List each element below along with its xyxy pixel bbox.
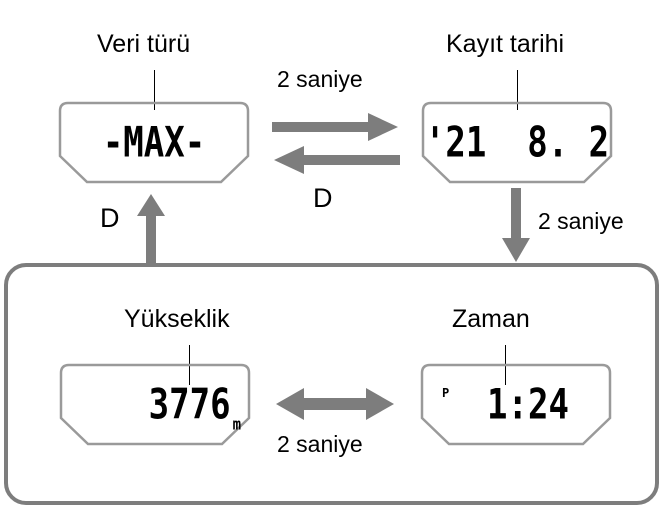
- label-button-d-return: D: [313, 183, 333, 213]
- lcd-record-date: '21 8. 2: [421, 101, 613, 184]
- arrow-right-top-icon: [272, 113, 398, 141]
- altitude-unit: m: [232, 415, 241, 435]
- arrow-right-top: [272, 112, 400, 142]
- arrow-down-right-icon: [502, 188, 530, 262]
- label-button-d-up: D: [100, 203, 120, 233]
- lcd-time-outline: [420, 363, 612, 446]
- lcd-altitude: 3776 m: [59, 363, 251, 446]
- bottom-group-box: [4, 263, 659, 505]
- lcd-time-content: 1:24: [420, 363, 612, 446]
- lcd-data-type-outline: [58, 101, 250, 184]
- leader-line-record-date: [517, 70, 518, 110]
- lcd-altitude-outline: [59, 363, 251, 446]
- arrow-bidirectional-bottom: [274, 382, 396, 426]
- label-time: Zaman: [452, 305, 530, 333]
- arrow-down-right: [500, 188, 532, 264]
- label-record-date: Kayıt tarihi: [446, 30, 565, 58]
- label-altitude: Yükseklik: [124, 305, 230, 333]
- label-top-delay: 2 saniye: [277, 66, 363, 92]
- lcd-record-date-content: '21 8. 2: [421, 101, 613, 184]
- lcd-altitude-content: 3776 m: [59, 363, 251, 446]
- arrow-left-top: [272, 145, 400, 175]
- lcd-time: P 1:24: [420, 363, 612, 446]
- arrow-up-left-icon: [137, 194, 165, 264]
- lcd-data-type-content: -MAX-: [58, 101, 250, 184]
- label-bottom-delay: 2 saniye: [277, 431, 363, 457]
- label-down-delay: 2 saniye: [538, 208, 624, 234]
- arrow-left-top-icon: [274, 146, 400, 174]
- arrow-up-left: [135, 192, 167, 264]
- time-pm-indicator: P: [442, 386, 450, 400]
- leader-line-data-type: [154, 70, 155, 110]
- arrow-bidirectional-bottom-icon: [276, 388, 394, 420]
- data-type-value: -MAX-: [102, 118, 206, 167]
- lcd-record-date-outline: [421, 101, 613, 184]
- label-data-type: Veri türü: [97, 30, 191, 58]
- lcd-data-type: -MAX-: [58, 101, 250, 184]
- altitude-value: 3776: [148, 380, 231, 429]
- record-date-value: '21 8. 2: [424, 118, 610, 167]
- time-value: 1:24: [487, 380, 569, 429]
